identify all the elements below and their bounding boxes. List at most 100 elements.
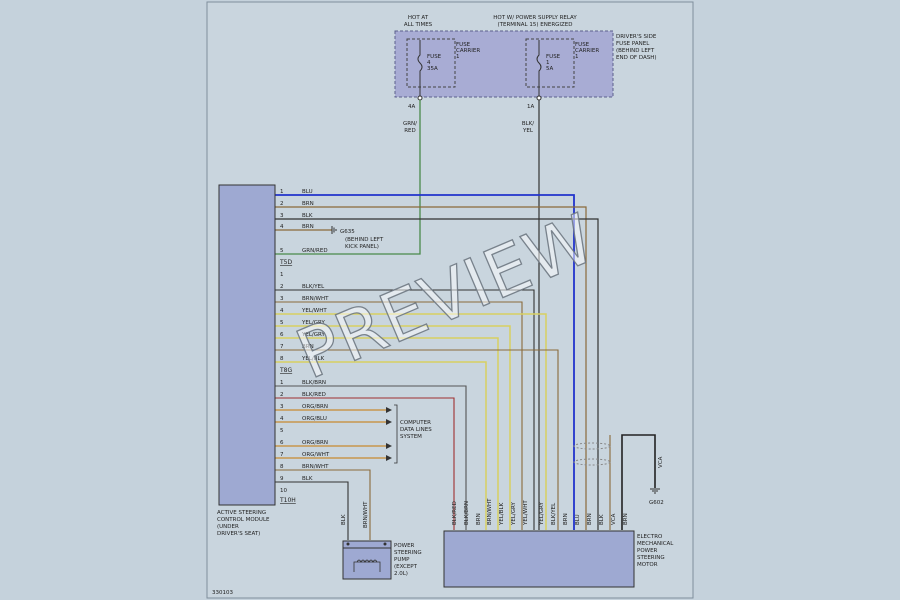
- pin-number: 4: [280, 224, 284, 230]
- wire-label: YEL/GRY: [301, 332, 325, 338]
- shield-ring-1: [573, 442, 611, 450]
- motor-wire-label: BRN: [587, 513, 593, 525]
- motor-wire-label: BRN: [563, 513, 569, 525]
- wire-label: GRN/RED: [302, 248, 328, 254]
- connector-label: T8G: [279, 367, 292, 374]
- pin-number: 4: [280, 308, 284, 314]
- pin-number: 3: [280, 404, 284, 410]
- pin-number: 4: [280, 416, 284, 422]
- motor-wire-label: YEL/GRY: [539, 502, 545, 526]
- fuse-carrier-b: [525, 38, 575, 88]
- motor-wire-label: YEL/GRY: [511, 502, 517, 526]
- wire-label: YEL/BLK: [301, 356, 325, 362]
- wire-blk-yel-label: BLK/YEL: [522, 121, 534, 134]
- pin-number: 8: [280, 464, 284, 470]
- g602-ground-symbol: [650, 488, 660, 494]
- fuse-panel: [394, 30, 614, 98]
- pin-number: 5: [280, 320, 284, 326]
- wire-blk-yel: [275, 289, 535, 530]
- wire-brn-wht-pump: [275, 469, 371, 540]
- pin-number: 7: [280, 344, 284, 350]
- fuse-carrier-a: [406, 38, 456, 88]
- pin-number: 1: [280, 380, 284, 386]
- pump-wire-brn-wht-label: BRN/WHT: [363, 501, 369, 528]
- pump-wire-blk-label: BLK: [341, 514, 347, 525]
- pin-number: 1: [280, 272, 284, 278]
- wire-label: YEL/GRY: [301, 320, 325, 326]
- motor-wire-label: BRN/WHT: [487, 498, 493, 525]
- electro-mechanical-steering-motor: [443, 530, 635, 588]
- diagram-frame: [206, 1, 694, 599]
- g635-label: G635: [340, 229, 355, 235]
- wire-label: BRN: [302, 201, 314, 207]
- motor-wire-label: YEL/WHT: [523, 500, 529, 526]
- terminal-1a: [536, 95, 542, 101]
- terminal-4a: [417, 95, 423, 101]
- wire-blu: [275, 194, 575, 530]
- pin-number: 2: [280, 201, 284, 207]
- g602-vca-label: VCA: [658, 456, 664, 468]
- connector-label: T5D: [279, 259, 292, 266]
- connector-t8g: 1 2 BLK/YEL 3 BRN/WHT 4 YEL/WHT 5 YEL/GR…: [279, 272, 329, 374]
- pin-number: 9: [280, 476, 284, 482]
- pin-number: 10: [280, 488, 287, 494]
- pin-number: 8: [280, 356, 284, 362]
- wire-grn-red-label: GRN/RED: [403, 121, 417, 134]
- wire-brn-wht-1: [275, 301, 523, 530]
- data-line-arrow-4: [386, 455, 392, 461]
- pump-motor-icon: [353, 559, 381, 572]
- data-lines-bracket: [394, 404, 398, 464]
- connector-label: T10H: [279, 497, 296, 504]
- pin-number: 1: [280, 189, 284, 195]
- motor-wire-label: BLK: [599, 514, 605, 525]
- wire-blk-brn: [275, 385, 467, 530]
- motor-wire-label: BRN: [476, 513, 482, 525]
- motor-wire-label: BLK/RED: [452, 501, 458, 525]
- pin-number: 3: [280, 296, 284, 302]
- wire-yel-gry-1: [275, 325, 511, 530]
- g602-label: G602: [649, 500, 664, 506]
- pin-number: 6: [280, 440, 284, 446]
- wire-label: YEL/WHT: [301, 308, 327, 314]
- data-line-arrow-1: [386, 407, 392, 413]
- pin-number: 6: [280, 332, 284, 338]
- fuse-b-symbol: [536, 40, 542, 97]
- wire-yel-wht: [275, 313, 547, 530]
- motor-wire-labels: BLK/RED BLK/BRN BRN BRN/WHT YEL/BLK YEL/…: [452, 498, 629, 526]
- fuse-a-symbol: [417, 40, 423, 97]
- pin-number: 2: [280, 284, 284, 290]
- wire-blk-red: [275, 397, 455, 530]
- terminal-1a-label: 1A: [527, 104, 534, 110]
- wire-label: BLK/YEL: [302, 284, 325, 290]
- motor-wire-label: VCA: [611, 513, 617, 525]
- g635-ground-symbol: [331, 226, 337, 234]
- wire-label: BRN: [302, 224, 314, 230]
- wire-label: ORG/BRN: [302, 404, 328, 410]
- wire-label: BLK: [302, 213, 313, 219]
- pin-number: 5: [280, 248, 284, 254]
- wire-label: BLK/BRN: [302, 380, 326, 386]
- wire-feed-grn-red: [275, 100, 421, 255]
- connector-t10h: 1 BLK/BRN 2 BLK/RED 3 ORG/BRN 4 ORG/BLU …: [279, 380, 330, 504]
- wire-label: ORG/BRN: [302, 440, 328, 446]
- motor-wire-label: BRN: [623, 513, 629, 525]
- pump-terminal: [346, 542, 350, 546]
- pump-terminal: [383, 542, 387, 546]
- pin-number: 3: [280, 213, 284, 219]
- wire-label: BLK/RED: [302, 392, 326, 398]
- hot-relay-label: HOT W/ POWER SUPPLY RELAY(TERMINAL 15) E…: [493, 15, 577, 28]
- shield-ring-2: [573, 458, 611, 466]
- wire-blk-pump: [275, 481, 349, 540]
- motor-wire-label: YEL/BLK: [499, 502, 505, 526]
- wire-label: BLK: [302, 476, 313, 482]
- wire-blk-1: [275, 218, 599, 530]
- data-line-arrow-2: [386, 419, 392, 425]
